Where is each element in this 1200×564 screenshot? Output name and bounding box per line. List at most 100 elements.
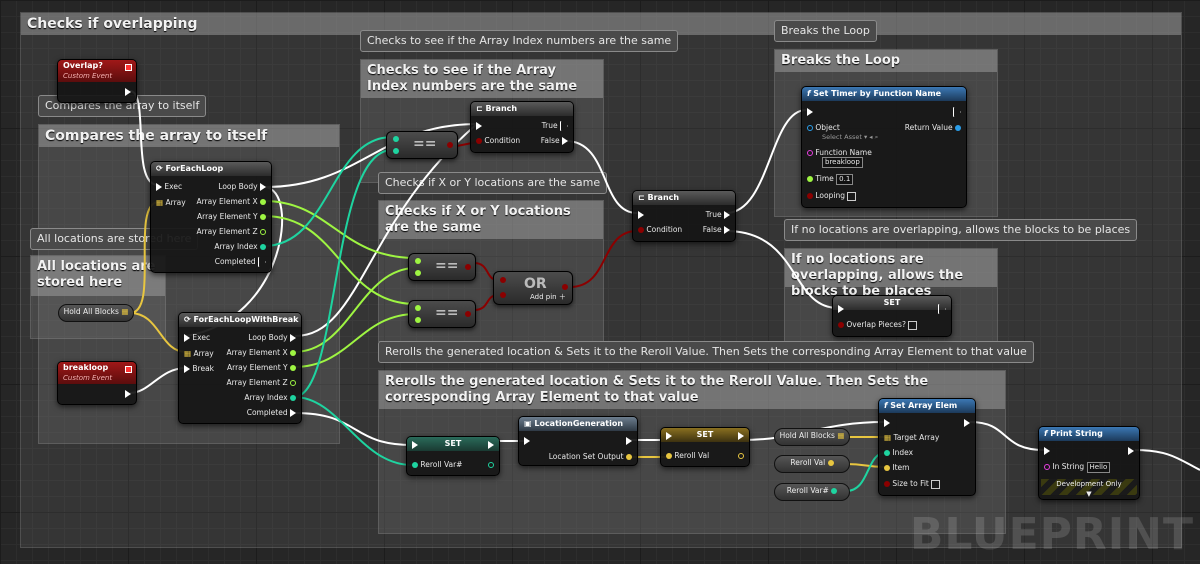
branch2-false-pin[interactable]: False	[703, 225, 730, 235]
or-add-pin[interactable]: Add pin ＋	[530, 293, 566, 301]
set-array-elem-node[interactable]: f Set Array Elem ▦ Target Array Index It…	[878, 398, 976, 496]
reroll-var-getter-pin[interactable]	[831, 488, 838, 494]
equal-y-out-pin[interactable]	[465, 311, 471, 317]
set-overlap-pieces-pin[interactable]: Overlap Pieces?	[838, 320, 918, 330]
equal-int-b-pin[interactable]	[393, 148, 399, 154]
breakloop-event-node[interactable]: breakloop Custom Event	[57, 361, 137, 405]
equal-int-out-pin[interactable]	[447, 142, 453, 148]
set-timer-object-pin[interactable]: Object	[807, 123, 840, 133]
foreachbreak-array-pin[interactable]: ▦ Array	[184, 349, 214, 358]
branch2-condition-pin[interactable]: Condition	[638, 225, 682, 235]
foreach-elemz-pin[interactable]: Array Element Z	[196, 227, 266, 237]
foreach-exec-pin[interactable]: Exec	[156, 182, 182, 192]
comment-stored[interactable]: All locations are stored here	[30, 255, 166, 339]
reroll-var-getter[interactable]: Reroll Var#	[774, 483, 850, 501]
branch-node-2[interactable]: ⊏ Branch Condition True False	[632, 190, 736, 242]
set-array-elem-target-pin[interactable]: ▦ Target Array	[884, 433, 940, 442]
set-reroll-var-pin[interactable]: Reroll Var#	[412, 460, 462, 470]
hold-all-blocks-getter-2[interactable]: Hold All Blocks ▦	[774, 428, 850, 446]
set-array-elem-size-pin[interactable]: Size to Fit	[884, 479, 941, 489]
location-set-output-pin[interactable]: Location Set Output	[549, 452, 632, 462]
or-node[interactable]: OR Add pin ＋	[493, 271, 573, 305]
overlap-event-exec-out[interactable]	[125, 88, 131, 96]
equal-int-a-pin[interactable]	[393, 136, 399, 142]
set-timer-exec-out[interactable]	[953, 107, 961, 117]
foreachbreak-loopbody-pin[interactable]: Loop Body	[248, 333, 296, 343]
set-reroll-var-exec-in[interactable]	[412, 440, 418, 450]
equal-x-node[interactable]: ==	[408, 253, 476, 281]
set-overlap-exec-out[interactable]	[938, 304, 946, 314]
print-string-exec-out[interactable]	[1128, 446, 1134, 456]
branch1-exec-in[interactable]	[476, 121, 482, 131]
or-b-pin[interactable]	[500, 292, 506, 298]
set-array-elem-exec-out[interactable]	[964, 418, 970, 428]
breakloop-event-exec-out[interactable]	[125, 390, 131, 398]
location-generation-exec-in[interactable]	[524, 436, 530, 446]
set-overlap-exec-in[interactable]	[838, 304, 844, 314]
set-timer-function-name-pin[interactable]: Function Name	[807, 148, 872, 158]
foreachbreak-elemz-pin[interactable]: Array Element Z	[226, 378, 296, 388]
overlap-event-node[interactable]: Overlap? Custom Event	[57, 59, 137, 103]
reroll-val-getter[interactable]: Reroll Val	[774, 455, 850, 473]
location-generation-node[interactable]: ▣ LocationGeneration Location Set Output	[518, 416, 638, 466]
set-reroll-val-exec-out[interactable]	[738, 431, 744, 441]
set-reroll-var-out[interactable]	[488, 460, 494, 470]
set-array-elem-index-pin[interactable]: Index	[884, 448, 913, 458]
branch1-condition-pin[interactable]: Condition	[476, 136, 520, 146]
foreachbreak-break-pin[interactable]: Break	[184, 364, 214, 374]
equal-y-b-pin[interactable]	[415, 317, 421, 323]
branch1-true-pin[interactable]: True	[542, 121, 568, 131]
foreach-completed-pin[interactable]: Completed	[215, 257, 266, 267]
set-timer-time-pin[interactable]: Time 0.1	[807, 174, 854, 185]
looping-checkbox[interactable]	[847, 191, 857, 201]
set-reroll-var-node[interactable]: SET Reroll Var#	[406, 436, 500, 476]
or-out-pin[interactable]	[562, 284, 568, 290]
foreachbreak-elemy-pin[interactable]: Array Element Y	[227, 363, 296, 373]
equal-y-a-pin[interactable]	[415, 305, 421, 311]
set-timer-return-pin[interactable]: Return Value	[905, 123, 961, 133]
branch2-exec-in[interactable]	[638, 210, 644, 220]
set-array-elem-exec-in[interactable]	[884, 418, 890, 428]
set-reroll-val-pin[interactable]: Reroll Val	[666, 451, 709, 461]
print-string-node[interactable]: f Print String In String Hello Developme…	[1038, 426, 1140, 500]
reroll-val-getter-pin[interactable]	[827, 460, 834, 466]
equal-int-node[interactable]: ==	[386, 131, 458, 159]
set-timer-node[interactable]: f Set Timer by Function Name Object Sele…	[801, 86, 967, 208]
overlap-event-delegate-icon[interactable]	[125, 64, 132, 71]
hold-all-blocks-getter-1[interactable]: Hold All Blocks ▦	[58, 304, 134, 322]
set-reroll-val-exec-in[interactable]	[666, 431, 672, 441]
print-string-in-pin[interactable]: In String Hello	[1044, 462, 1111, 473]
foreach-elemy-pin[interactable]: Array Element Y	[197, 212, 266, 222]
equal-y-node[interactable]: ==	[408, 300, 476, 328]
breakloop-event-delegate-icon[interactable]	[125, 366, 132, 373]
foreach-elemx-pin[interactable]: Array Element X	[196, 197, 266, 207]
foreach-loop-node[interactable]: ⟳ ForEachLoop Exec ▦ Array Loop Body Arr…	[150, 161, 272, 273]
foreach-array-pin[interactable]: ▦ Array	[156, 198, 186, 207]
branch-node-1[interactable]: ⊏ Branch Condition True False	[470, 101, 574, 153]
set-timer-looping-pin[interactable]: Looping	[807, 191, 857, 201]
print-string-exec-in[interactable]	[1044, 446, 1050, 456]
set-overlap-node[interactable]: SET Overlap Pieces?	[832, 295, 952, 337]
set-timer-object-select[interactable]: Select Asset ▾ ◂ ⌕	[822, 133, 879, 141]
overlap-checkbox[interactable]	[908, 320, 918, 330]
foreachbreak-elemx-pin[interactable]: Array Element X	[226, 348, 296, 358]
branch2-true-pin[interactable]: True	[706, 210, 730, 220]
or-a-pin[interactable]	[500, 277, 506, 283]
equal-x-a-pin[interactable]	[415, 258, 421, 264]
set-reroll-val-node[interactable]: SET Reroll Val	[660, 427, 750, 467]
set-timer-function-name-field[interactable]: breakloop	[822, 157, 863, 168]
chevron-down-icon[interactable]: ▼	[1086, 490, 1092, 498]
set-timer-exec-in[interactable]	[807, 107, 813, 117]
foreachbreak-index-pin[interactable]: Array Index	[244, 393, 296, 403]
foreach-loopbody-pin[interactable]: Loop Body	[218, 182, 266, 192]
equal-x-out-pin[interactable]	[465, 264, 471, 270]
set-reroll-val-out[interactable]	[738, 451, 744, 461]
foreach-index-pin[interactable]: Array Index	[214, 242, 266, 252]
set-array-elem-item-pin[interactable]: Item	[884, 463, 909, 473]
size-to-fit-checkbox[interactable]	[931, 479, 941, 489]
foreachbreak-completed-pin[interactable]: Completed	[247, 408, 296, 418]
branch1-false-pin[interactable]: False	[541, 136, 568, 146]
equal-x-b-pin[interactable]	[415, 270, 421, 276]
foreach-break-node[interactable]: ⟳ ForEachLoopWithBreak Exec ▦ Array Brea…	[178, 312, 302, 424]
set-reroll-var-exec-out[interactable]	[488, 440, 494, 450]
